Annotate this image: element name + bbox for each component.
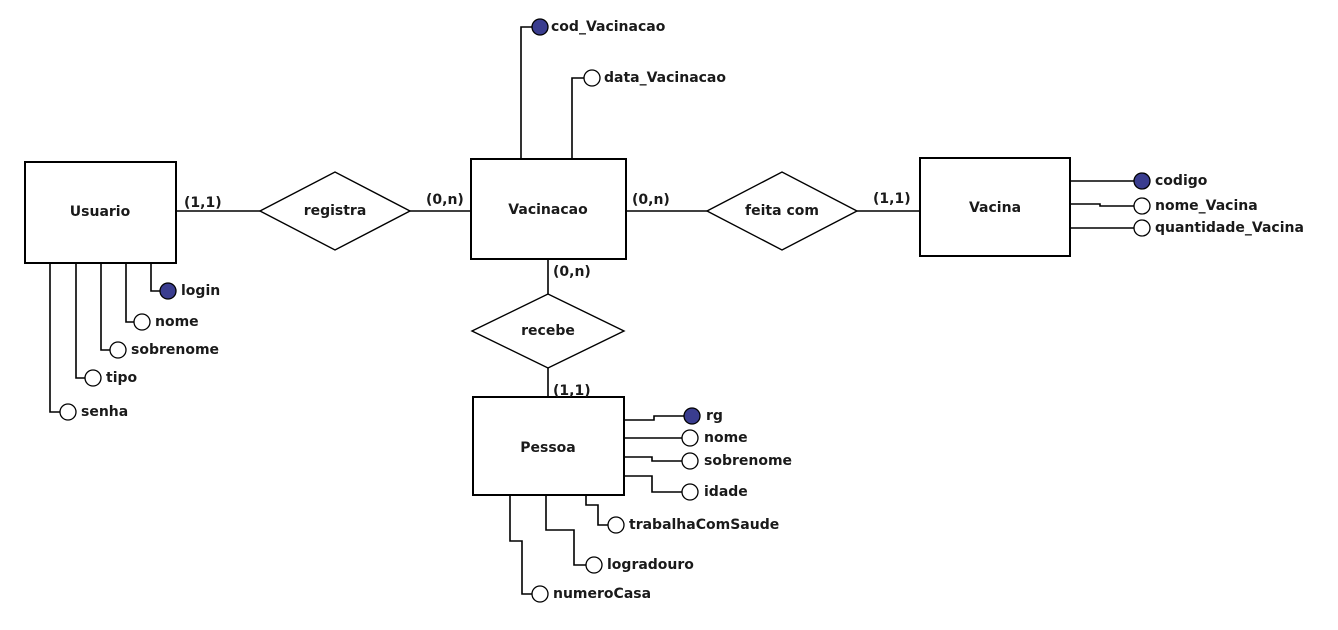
key-attribute-icon xyxy=(1133,172,1151,190)
attribute-label: cod_Vacinacao xyxy=(551,19,666,35)
link-usuario-senha xyxy=(49,263,60,413)
attribute-label: nome_Vacina xyxy=(1155,198,1258,214)
entity-vacina-label: Vacina xyxy=(969,200,1021,216)
cardinality-labels: (1,1) (0,n) (0,n) (1,1) (0,n) (1,1) xyxy=(184,191,911,399)
attribute-usuario-tipo[interactable]: tipo xyxy=(84,369,138,387)
attribute-icon xyxy=(531,585,549,603)
attribute-icon xyxy=(84,369,102,387)
attribute-icon xyxy=(59,403,77,421)
attribute-usuario-login[interactable]: login xyxy=(159,282,220,300)
entity-pessoa-label: Pessoa xyxy=(520,440,576,456)
attribute-icon xyxy=(583,69,601,87)
attribute-label: trabalhaComSaude xyxy=(629,517,779,533)
relationship-registra-label: registra xyxy=(304,203,367,219)
attribute-icon xyxy=(681,429,699,447)
key-attribute-icon xyxy=(531,18,549,36)
attribute-label: sobrenome xyxy=(704,453,792,469)
attribute-pessoa-idade[interactable]: idade xyxy=(681,483,748,501)
attribute-label: quantidade_Vacina xyxy=(1155,220,1304,236)
attribute-pessoa-rg[interactable]: rg xyxy=(683,407,723,425)
link-pessoa-rg xyxy=(624,415,684,421)
attribute-icon xyxy=(681,452,699,470)
link-usuario-tipo xyxy=(75,263,85,379)
entity-vacinacao-label: Vacinacao xyxy=(508,202,588,218)
entity-vacinacao[interactable]: Vacinacao xyxy=(470,158,627,260)
link-vacina-nome xyxy=(1070,203,1134,207)
key-attribute-icon xyxy=(683,407,701,425)
attribute-icon xyxy=(133,313,151,331)
entity-usuario-label: Usuario xyxy=(70,204,131,220)
cardinality-recebe-pessoa: (1,1) xyxy=(553,383,591,399)
key-attribute-icon xyxy=(159,282,177,300)
attribute-vacina-nome[interactable]: nome_Vacina xyxy=(1133,197,1258,215)
cardinality-feita-vacina: (1,1) xyxy=(873,191,911,207)
link-usuario-nome xyxy=(125,263,134,323)
attribute-label: sobrenome xyxy=(131,342,219,358)
attribute-data-vacinacao[interactable]: data_Vacinacao xyxy=(583,69,726,87)
attribute-pessoa-numero-casa[interactable]: numeroCasa xyxy=(531,585,651,603)
entity-usuario[interactable]: Usuario xyxy=(24,161,177,264)
attribute-icon xyxy=(681,483,699,501)
attribute-vacina-quantidade[interactable]: quantidade_Vacina xyxy=(1133,219,1304,237)
attribute-cod-vacinacao[interactable]: cod_Vacinacao xyxy=(531,18,666,36)
link-cod-vacinacao xyxy=(520,26,532,159)
attribute-usuario-senha[interactable]: senha xyxy=(59,403,128,421)
attribute-label: idade xyxy=(704,484,748,500)
attribute-label: senha xyxy=(81,404,128,420)
link-usuario-sobrenome xyxy=(100,263,110,351)
attribute-label: nome xyxy=(155,314,199,330)
link-usuario-login xyxy=(150,263,160,292)
link-pessoa-numero xyxy=(509,495,532,595)
link-pessoa-idade xyxy=(624,475,682,493)
entity-vacina[interactable]: Vacina xyxy=(919,157,1071,257)
relationship-registra[interactable]: registra xyxy=(258,171,412,251)
attribute-label: data_Vacinacao xyxy=(604,70,726,86)
attribute-label: numeroCasa xyxy=(553,586,651,602)
attribute-usuario-nome[interactable]: nome xyxy=(133,313,199,331)
relationship-recebe[interactable]: recebe xyxy=(470,293,626,369)
attribute-pessoa-trabalha-com-saude[interactable]: trabalhaComSaude xyxy=(607,516,779,534)
cardinality-usuario-registra: (1,1) xyxy=(184,195,222,211)
cardinality-vacinacao-feita: (0,n) xyxy=(632,192,670,208)
entity-pessoa[interactable]: Pessoa xyxy=(472,396,625,496)
link-pessoa-logradouro xyxy=(545,495,586,566)
attribute-pessoa-sobrenome[interactable]: sobrenome xyxy=(681,452,792,470)
attribute-vacina-codigo[interactable]: codigo xyxy=(1133,172,1208,190)
attribute-icon xyxy=(585,556,603,574)
link-pessoa-sobrenome xyxy=(624,456,682,462)
link-pessoa-trabalha xyxy=(585,495,608,526)
attribute-icon xyxy=(607,516,625,534)
relationship-feita-com-label: feita com xyxy=(745,203,819,219)
attribute-icon xyxy=(1133,219,1151,237)
attribute-label: tipo xyxy=(106,370,138,386)
cardinality-vacinacao-recebe: (0,n) xyxy=(553,264,591,280)
relationship-recebe-label: recebe xyxy=(521,323,575,339)
connector-lines xyxy=(49,26,1134,595)
attribute-pessoa-nome[interactable]: nome xyxy=(681,429,748,447)
attribute-label: nome xyxy=(704,430,748,446)
cardinality-registra-vacinacao: (0,n) xyxy=(426,192,464,208)
attribute-label: login xyxy=(181,283,220,299)
attribute-label: codigo xyxy=(1155,173,1208,189)
attribute-label: rg xyxy=(706,408,723,424)
attribute-pessoa-logradouro[interactable]: logradouro xyxy=(585,556,694,574)
relationship-feita-com[interactable]: feita com xyxy=(705,171,859,251)
attribute-label: logradouro xyxy=(607,557,694,573)
attribute-usuario-sobrenome[interactable]: sobrenome xyxy=(109,341,219,359)
attribute-icon xyxy=(109,341,127,359)
link-data-vacinacao xyxy=(571,77,584,159)
attribute-icon xyxy=(1133,197,1151,215)
